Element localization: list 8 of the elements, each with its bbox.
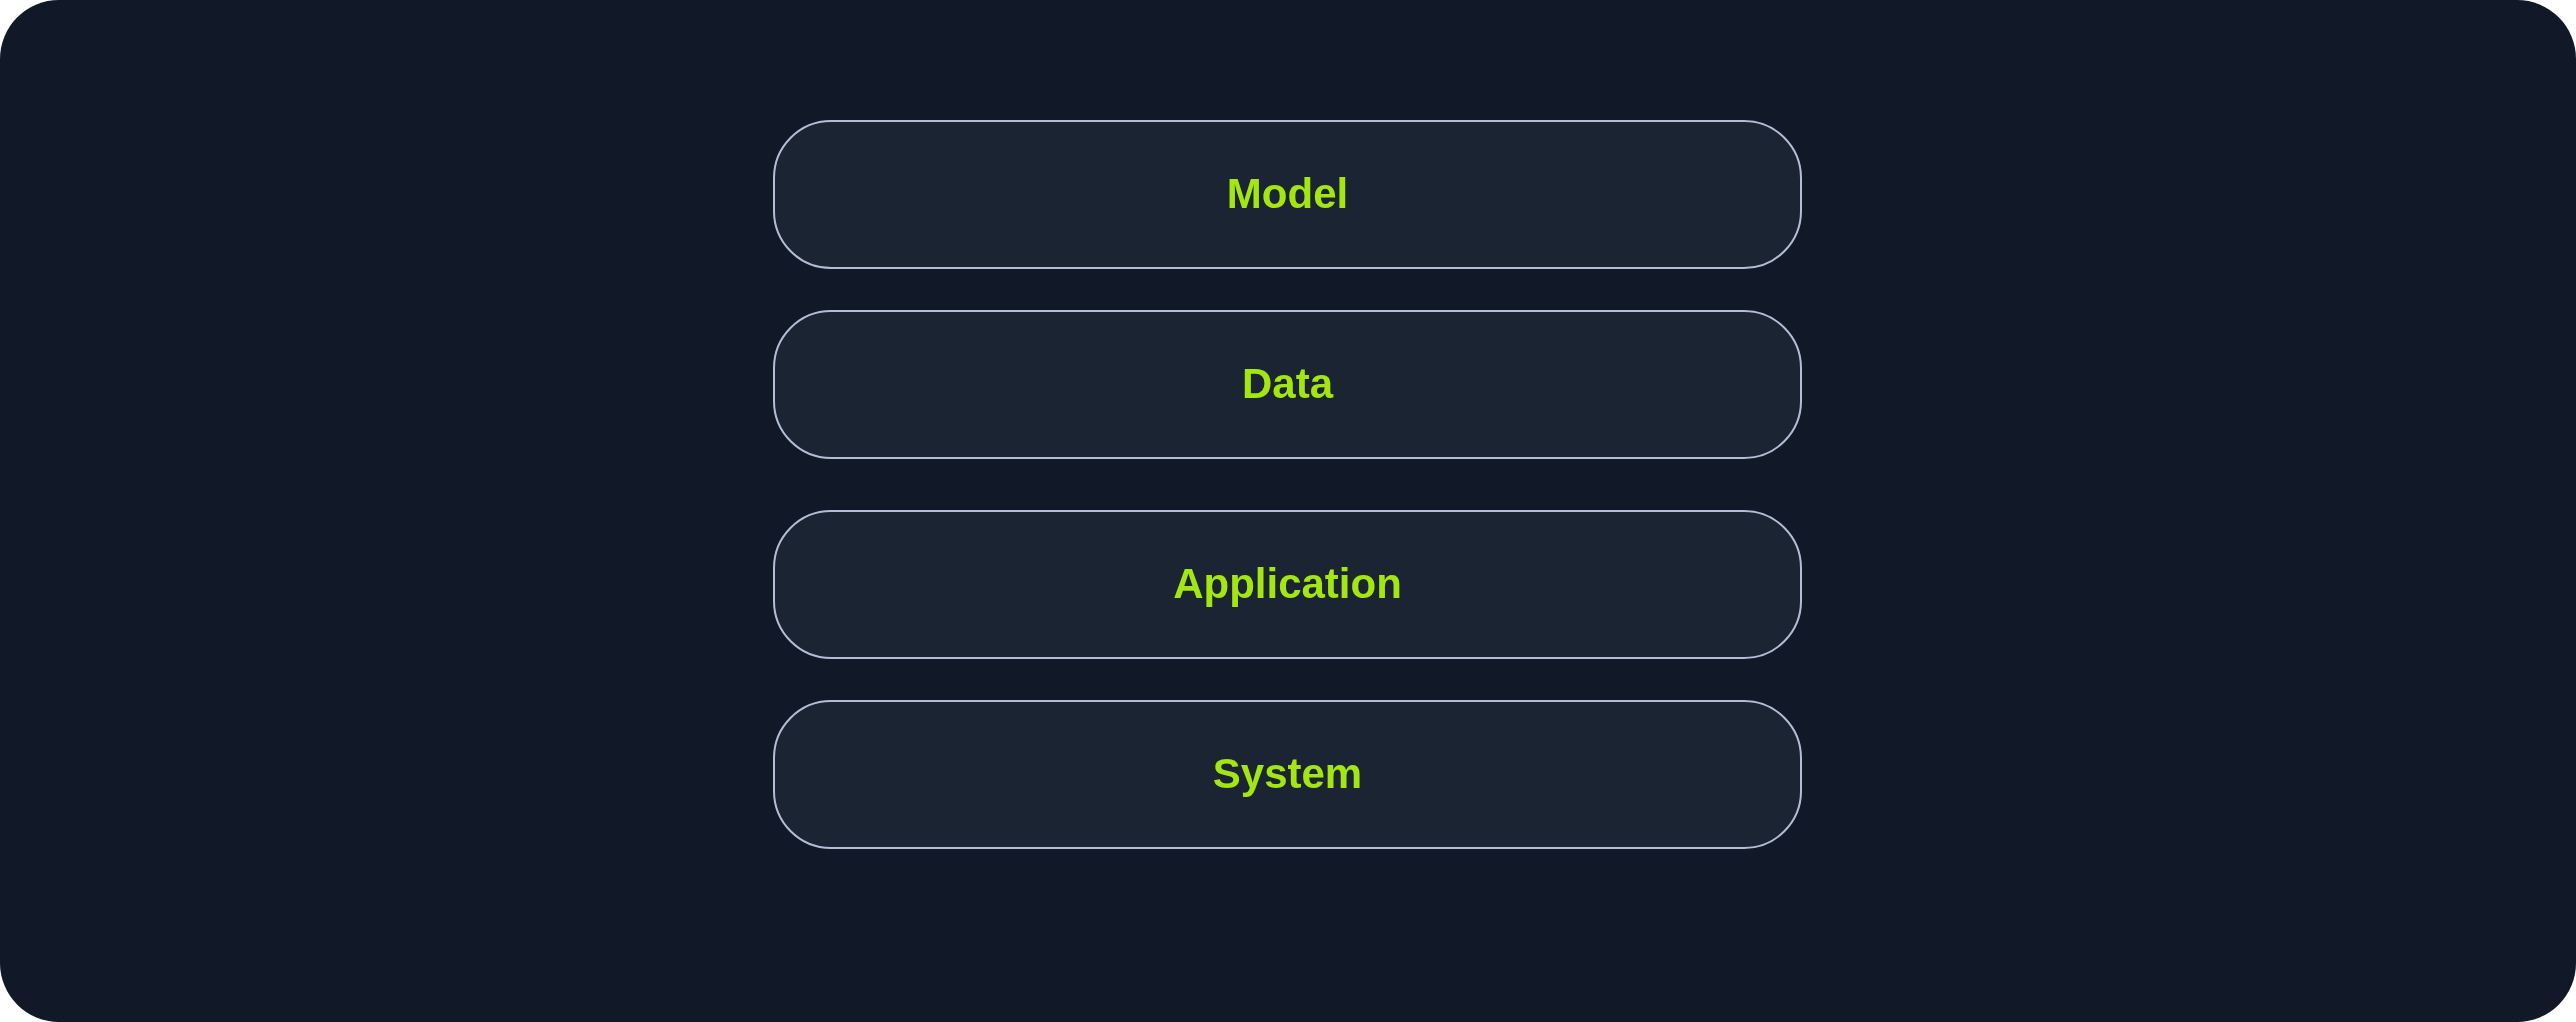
layer-label: System	[1212, 749, 1363, 800]
layer-label: Model	[1226, 169, 1349, 220]
layer-label: Data	[1241, 359, 1333, 410]
layer-box	[773, 510, 1802, 659]
layer-box	[773, 310, 1802, 459]
layer-label: Application	[1173, 559, 1402, 610]
layer-box	[773, 120, 1802, 269]
layer-box	[773, 700, 1802, 849]
